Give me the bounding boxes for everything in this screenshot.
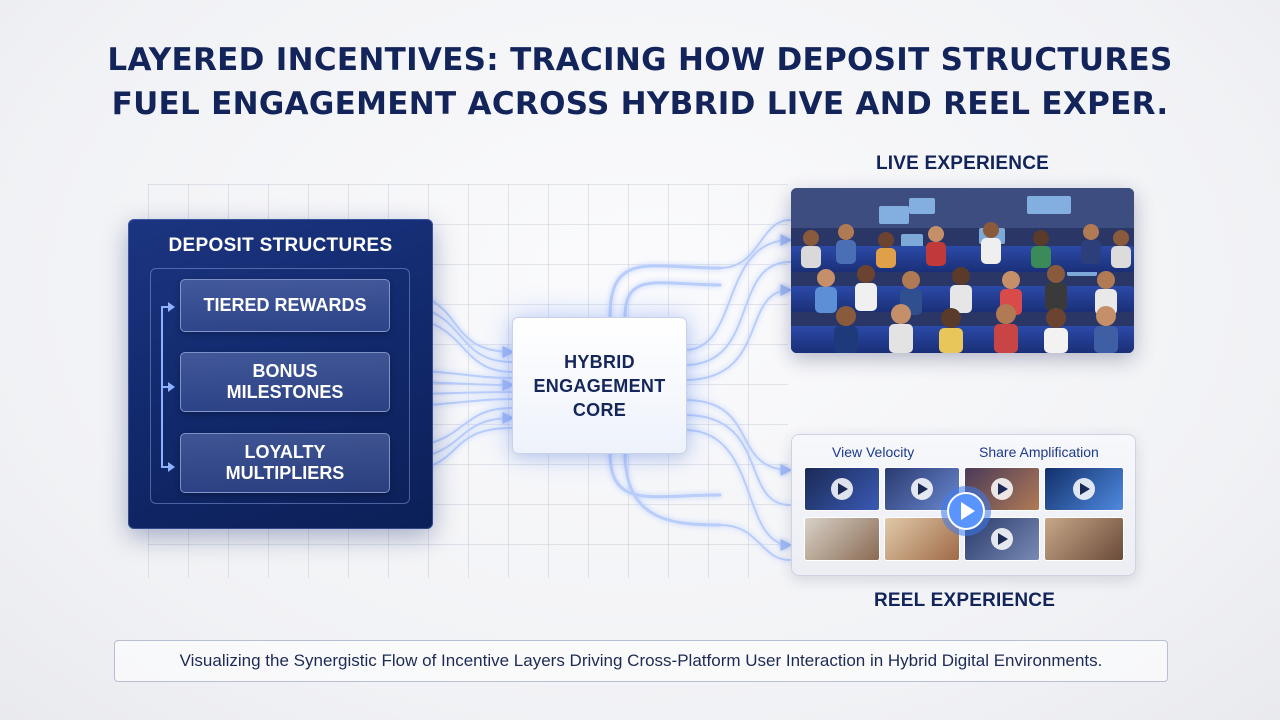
core-label-3: CORE [572,399,627,420]
share-amplification-label: Share Amplification [979,444,1099,460]
loyalty-multipliers-box: LOYALTY MULTIPLIERS [180,433,390,493]
tiered-rewards-box: TIERED REWARDS [180,279,390,332]
core-label-1: HYBRID [564,351,635,372]
bonus-milestones-label-2: MILESTONES [226,382,344,402]
deposit-structures-panel: DEPOSIT STRUCTURES [128,219,433,529]
loyalty-multipliers-label-2: MULTIPLIERS [225,463,345,483]
core-label-2: ENGAGEMENT [533,375,666,396]
live-experience-label: LIVE EXPERIENCE [876,153,1049,174]
reel-thumbnail[interactable] [884,467,960,511]
featured-play-icon[interactable] [938,483,994,539]
live-experience-image [791,188,1134,353]
loyalty-multipliers-label-1: LOYALTY [244,442,326,462]
view-velocity-label: View Velocity [832,444,915,460]
bonus-milestones-label-1: BONUS [252,361,318,381]
reel-thumbnail[interactable] [1044,467,1124,511]
reel-experience-panel: View Velocity Share Amplification [791,434,1136,576]
title-line-1: LAYERED INCENTIVES: TRACING HOW DEPOSIT … [107,42,1173,78]
play-icon [831,478,853,500]
deposit-loop-rail [161,302,175,472]
page-title: LAYERED INCENTIVES: TRACING HOW DEPOSIT … [60,38,1220,126]
tiered-rewards-label: TIERED REWARDS [203,295,367,315]
hybrid-engagement-core: HYBRID ENGAGEMENT CORE [512,317,687,454]
play-icon [991,478,1013,500]
play-icon [991,528,1013,550]
reel-thumbnail[interactable] [964,467,1040,511]
deposit-structures-title: DEPOSIT STRUCTURES [168,235,393,256]
reel-thumbnail[interactable] [804,467,880,511]
deposit-inner-frame [150,268,410,504]
bonus-milestones-box: BONUS MILESTONES [180,352,390,412]
title-line-2: FUEL ENGAGEMENT ACROSS HYBRID LIVE AND R… [111,86,1169,122]
caption: Visualizing the Synergistic Flow of Ince… [114,640,1168,682]
reel-thumbnail[interactable] [1044,517,1124,561]
play-icon [1073,478,1095,500]
audience-illustration [791,188,1134,353]
reel-experience-label: REEL EXPERIENCE [874,590,1056,611]
caption-text: Visualizing the Synergistic Flow of Ince… [179,651,1103,670]
reel-thumbnail[interactable] [804,517,880,561]
play-icon [911,478,933,500]
